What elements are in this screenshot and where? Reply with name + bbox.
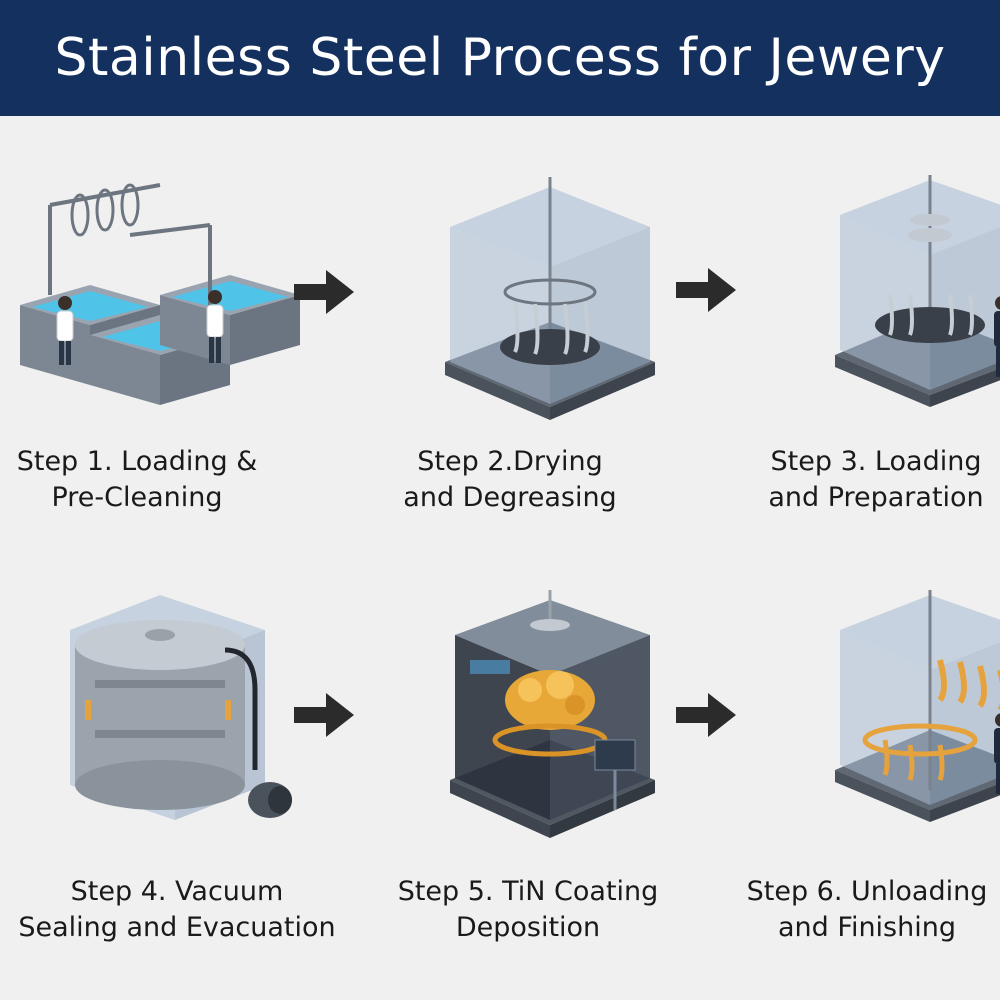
step-1-caption: Step 1. Loading & Pre-Cleaning [0, 444, 317, 516]
step-2 [400, 172, 700, 472]
step-6-title: Step 6. Unloading [746, 876, 988, 907]
step-3-subtitle: and Preparation [768, 482, 984, 513]
loading-chamber-illustration [835, 175, 1000, 407]
page-title: Stainless Steel Process for Jewery [54, 28, 946, 88]
step-2-subtitle: and Degreasing [403, 482, 617, 513]
step-3-title: Step 3. Loading [770, 446, 982, 477]
step-1 [10, 175, 310, 475]
step-1-title: Step 1. Loading & [16, 446, 258, 477]
arrow-right-icon [294, 270, 354, 314]
arrow-right-icon [676, 268, 736, 312]
step-3-caption: Step 3. Loading and Preparation [696, 444, 1000, 516]
header-banner: Stainless Steel Process for Jewery [0, 0, 1000, 116]
step-6 [785, 590, 1000, 890]
step-4-caption: Step 4. Vacuum Sealing and Evacuation [0, 874, 357, 946]
step-5-caption: Step 5. TiN Coating Deposition [348, 874, 708, 946]
step-5-subtitle: Deposition [455, 912, 601, 943]
arrow-right-icon [676, 693, 736, 737]
step-6-subtitle: and Finishing [778, 912, 956, 943]
step-4-title: Step 4. Vacuum [70, 876, 284, 907]
step-2-caption: Step 2.Drying and Degreasing [330, 444, 690, 516]
unloading-chamber-illustration [835, 590, 1000, 822]
tin-coating-chamber-illustration [450, 590, 655, 838]
step-5 [405, 590, 705, 890]
pre-cleaning-tanks-illustration [20, 183, 300, 405]
step-4-subtitle: Sealing and Evacuation [18, 912, 336, 943]
arrow-right-icon [294, 693, 354, 737]
drying-chamber-illustration [445, 177, 655, 420]
step-1-subtitle: Pre-Cleaning [51, 482, 223, 513]
step-3 [785, 175, 1000, 475]
step-2-title: Step 2.Drying [417, 446, 603, 477]
step-5-title: Step 5. TiN Coating [397, 876, 659, 907]
step-4 [30, 590, 330, 890]
vacuum-chamber-illustration [70, 595, 292, 820]
step-6-caption: Step 6. Unloading and Finishing [687, 874, 1000, 946]
